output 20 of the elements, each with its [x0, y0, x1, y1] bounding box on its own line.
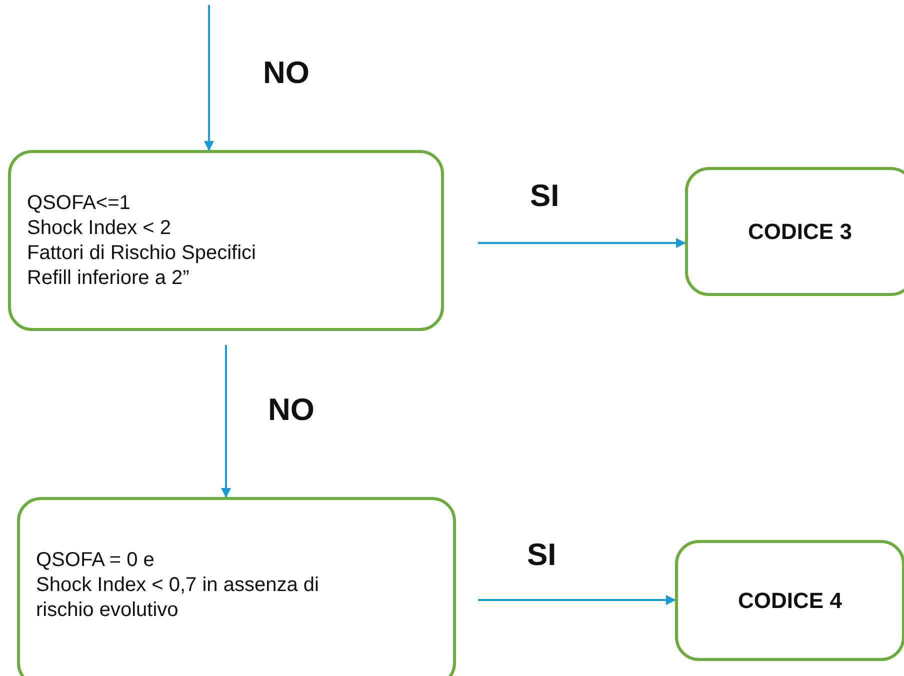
arrow	[204, 5, 214, 151]
edge-label: SI	[527, 537, 556, 573]
box-text: Fattori di Rischio Specifici	[27, 240, 256, 266]
box-text: CODICE 4	[738, 586, 842, 614]
process-box	[685, 167, 904, 296]
edge-label: NO	[263, 55, 310, 91]
arrow	[478, 238, 686, 248]
box-text: Refill inferiore a 2”	[27, 266, 190, 290]
box-text: CODICE 3	[748, 218, 852, 246]
box-text: Shock Index < 2	[27, 216, 171, 240]
arrow	[478, 595, 676, 605]
box-text: QSOFA = 0 e	[36, 548, 154, 572]
box-text: QSOFA<=1	[27, 190, 130, 216]
process-box	[8, 150, 444, 331]
edge-label: SI	[530, 178, 560, 214]
process-box	[17, 497, 456, 676]
edge-label: NO	[268, 392, 314, 428]
arrow	[221, 345, 231, 498]
box-text: Shock Index < 0,7 in assenza di rischio evolutivo	[36, 572, 320, 622]
process-box	[675, 540, 904, 661]
